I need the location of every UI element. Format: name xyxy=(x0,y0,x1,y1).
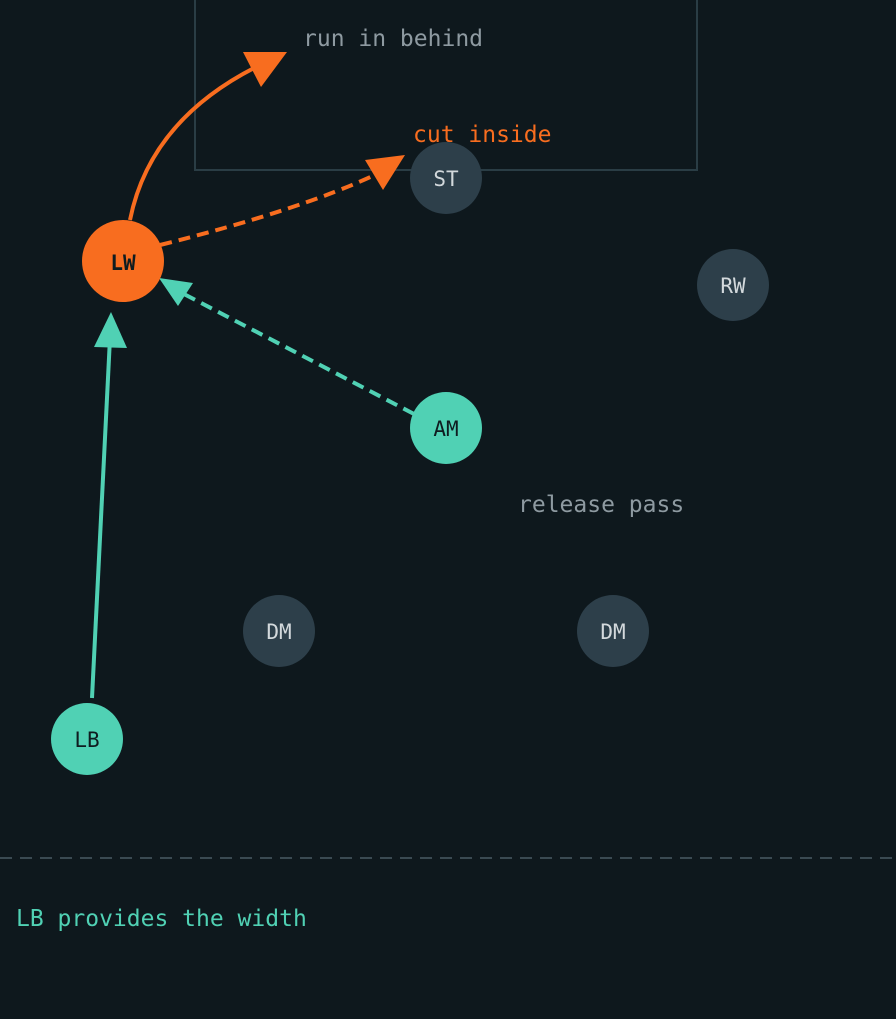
cut-inside-arrow xyxy=(159,155,405,247)
player-dm-left[interactable]: DM xyxy=(243,595,315,667)
player-lb-label: LB xyxy=(74,728,99,752)
player-st-label: ST xyxy=(433,167,459,191)
player-lw-label: LW xyxy=(110,251,136,275)
release-pass-arrow xyxy=(159,278,415,416)
cut-inside-note: cut inside xyxy=(413,122,551,148)
player-dm-right-label: DM xyxy=(600,620,625,644)
release-pass-note: release pass xyxy=(518,492,684,518)
player-am[interactable]: AM xyxy=(410,392,482,464)
player-lb[interactable]: LB xyxy=(51,703,123,775)
player-rw[interactable]: RW xyxy=(697,249,769,321)
player-dm-right[interactable]: DM xyxy=(577,595,649,667)
player-st[interactable]: ST xyxy=(410,142,482,214)
lb-overlap-run-arrow xyxy=(90,312,127,699)
player-rw-label: RW xyxy=(720,274,746,298)
player-dm-left-label: DM xyxy=(266,620,291,644)
run-in-behind-note: run in behind xyxy=(303,26,483,52)
player-am-label: AM xyxy=(433,417,458,441)
lb-width-note: LB provides the width xyxy=(16,906,307,932)
player-lw[interactable]: LW xyxy=(82,220,164,302)
run-in-behind-arrow xyxy=(128,52,287,221)
